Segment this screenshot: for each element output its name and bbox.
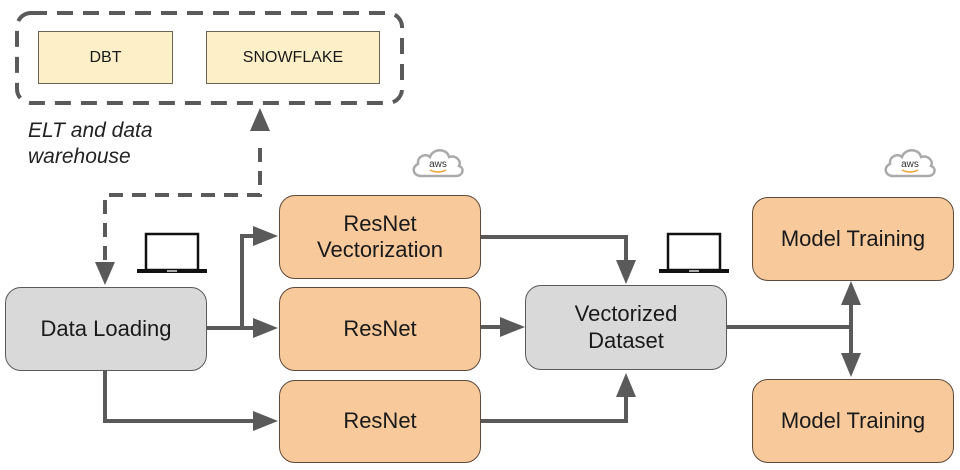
aws-cloud-icon: aws bbox=[412, 149, 464, 178]
aws-cloud-label: aws bbox=[901, 159, 919, 170]
tool-snowflake-label: SNOWFLAKE bbox=[242, 48, 344, 66]
arrow-head-dataset-bottom bbox=[616, 373, 636, 397]
node-resnet-vectorization-line-2: Vectorization bbox=[317, 237, 443, 262]
tool-dbt-label: DBT bbox=[89, 48, 122, 66]
node-model-training-top-label: Model Training bbox=[780, 225, 926, 251]
arrow-head-dataset-left bbox=[500, 317, 525, 337]
arrow-head-resnet-bottom bbox=[253, 411, 278, 431]
node-resnet-middle-label: ResNet bbox=[343, 315, 417, 341]
node-model-training-top[interactable]: Model Training bbox=[752, 197, 954, 281]
node-resnet-vectorization[interactable]: ResNet Vectorization bbox=[279, 195, 481, 279]
tool-dbt[interactable]: DBT bbox=[38, 31, 173, 84]
arrow-head-vectorization bbox=[253, 226, 278, 246]
arrow-head-model-top bbox=[841, 281, 861, 305]
node-vectorized-dataset[interactable]: Vectorized Dataset bbox=[525, 285, 727, 370]
node-model-training-bottom-label: Model Training bbox=[780, 407, 926, 433]
tool-snowflake[interactable]: SNOWFLAKE bbox=[206, 31, 380, 84]
node-resnet-bottom[interactable]: ResNet bbox=[279, 380, 481, 463]
arrow-head-resnet-middle bbox=[253, 318, 278, 338]
warehouse-caption: ELT and data warehouse bbox=[28, 118, 153, 171]
node-resnet-bottom-label: ResNet bbox=[343, 408, 417, 434]
caption-line-2: warehouse bbox=[28, 145, 131, 169]
node-model-training-bottom[interactable]: Model Training bbox=[752, 379, 954, 463]
node-resnet-vectorization-line-1: ResNet bbox=[343, 210, 417, 236]
arrow-head-dataset-top bbox=[616, 260, 636, 284]
node-vectorized-dataset-line-1: Vectorized bbox=[574, 301, 678, 327]
edge-dataloading-to-resnet-bottom bbox=[103, 370, 256, 423]
edge-branch-to-vectorization bbox=[240, 234, 256, 328]
laptop-icon bbox=[659, 232, 729, 273]
node-resnet-middle[interactable]: ResNet bbox=[279, 287, 481, 371]
laptop-icon bbox=[137, 232, 207, 273]
arrow-head-down-dataloading bbox=[95, 262, 115, 285]
node-vectorized-dataset-line-2: Dataset bbox=[588, 327, 664, 353]
node-data-loading[interactable]: Data Loading bbox=[5, 287, 207, 371]
edge-vectorization-to-dataset bbox=[481, 235, 628, 262]
arrow-head-up-warehouse bbox=[250, 108, 270, 131]
dashed-link-warehouse bbox=[103, 148, 262, 262]
arrow-head-model-bottom bbox=[841, 353, 861, 377]
caption-line-1: ELT and data bbox=[28, 119, 153, 142]
warehouse-container bbox=[15, 11, 404, 105]
node-data-loading-label: Data Loading bbox=[40, 315, 172, 341]
aws-cloud-label: aws bbox=[429, 159, 447, 170]
edge-resnet-bottom-to-dataset bbox=[481, 395, 628, 423]
aws-cloud-icon: aws bbox=[884, 149, 936, 178]
